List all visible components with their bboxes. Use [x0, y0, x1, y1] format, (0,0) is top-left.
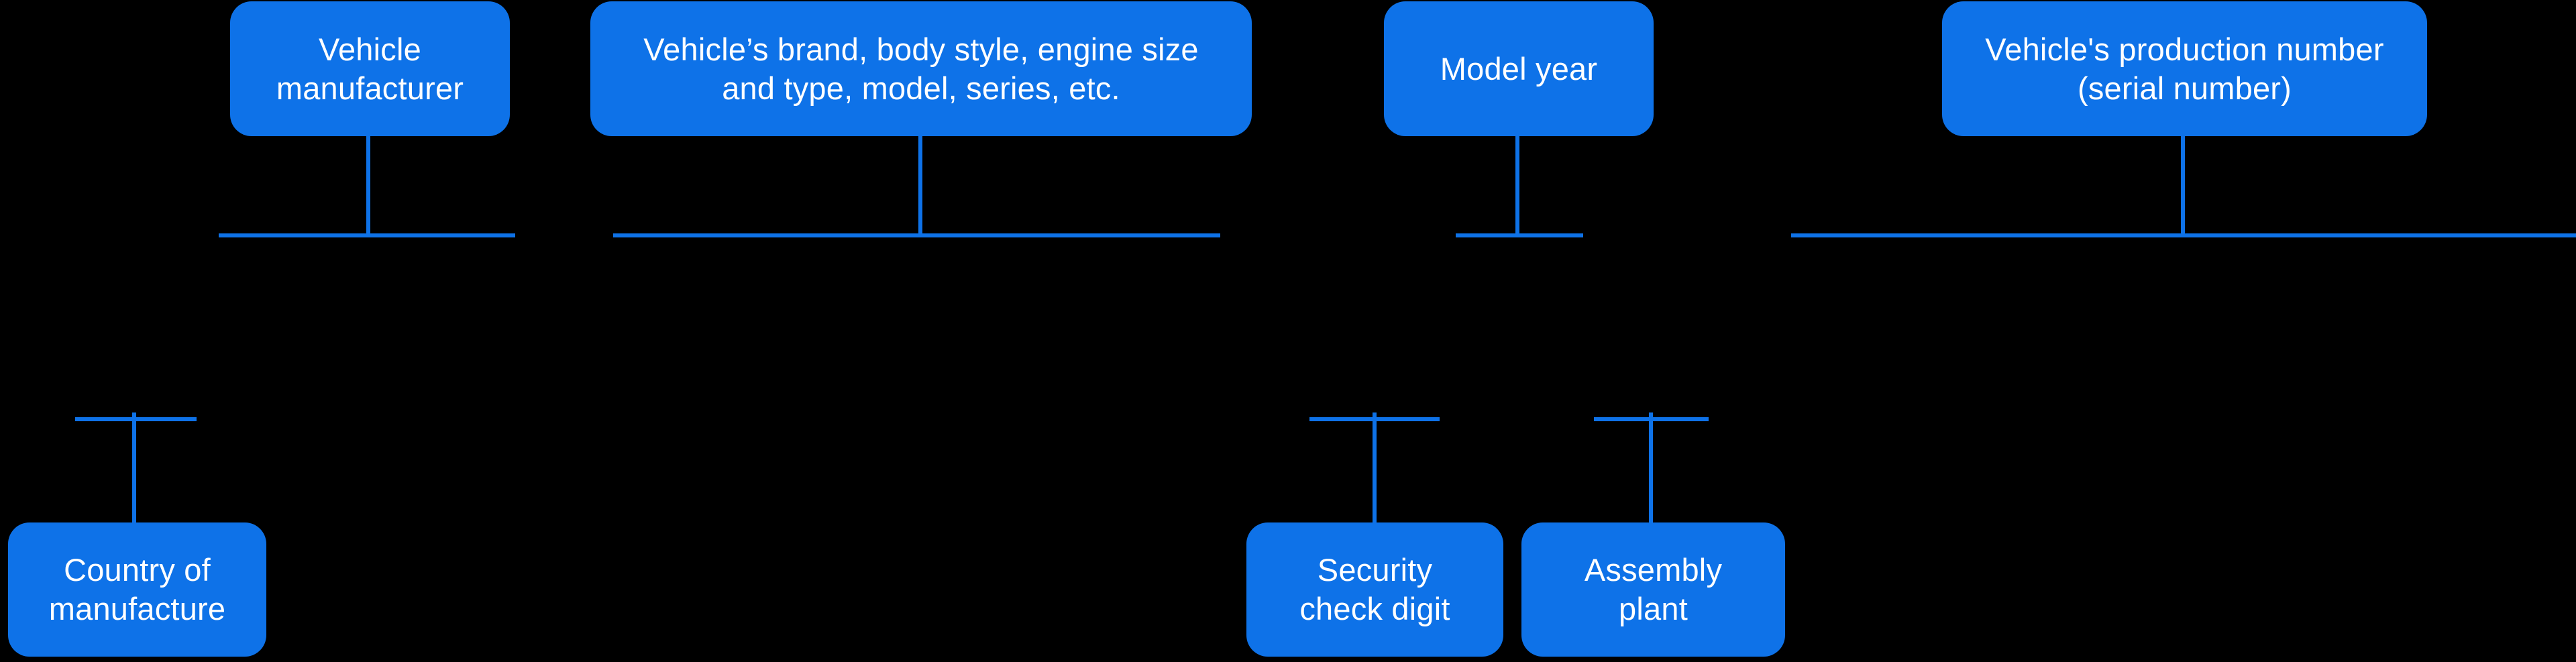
- box-label-security-check-digit: Security check digit: [1299, 552, 1450, 626]
- box-label-production-number: Vehicle's production number (serial numb…: [1985, 31, 2384, 106]
- stem-line-assembly-plant: [1649, 412, 1653, 522]
- stem-line-country-of-manufacture: [132, 412, 136, 522]
- bracket-line-brand-body-style: [613, 233, 1220, 237]
- box-model-year: Model year: [1384, 1, 1654, 136]
- bracket-line-model-year: [1456, 233, 1583, 237]
- stem-line-model-year: [1515, 136, 1519, 237]
- box-security-check-digit: Security check digit: [1246, 522, 1503, 657]
- bracket-line-production-number: [1791, 233, 2576, 237]
- stem-line-security-check-digit: [1373, 412, 1377, 522]
- box-vehicle-manufacturer: Vehicle manufacturer: [230, 1, 510, 136]
- box-production-number: Vehicle's production number (serial numb…: [1942, 1, 2427, 136]
- stem-line-brand-body-style: [918, 136, 922, 237]
- box-label-vehicle-manufacturer: Vehicle manufacturer: [276, 31, 464, 106]
- box-label-country-of-manufacture: Country of manufacture: [48, 552, 226, 626]
- box-label-assembly-plant: Assembly plant: [1584, 552, 1723, 626]
- stem-line-production-number: [2181, 136, 2185, 237]
- bracket-line-security-check-digit: [1309, 417, 1440, 421]
- bracket-line-country-of-manufacture: [75, 417, 197, 421]
- stem-line-vehicle-manufacturer: [366, 136, 370, 237]
- box-assembly-plant: Assembly plant: [1521, 522, 1785, 657]
- box-country-of-manufacture: Country of manufacture: [8, 522, 266, 657]
- bracket-line-vehicle-manufacturer: [219, 233, 515, 237]
- box-label-model-year: Model year: [1440, 50, 1598, 87]
- box-label-brand-body-style: Vehicle’s brand, body style, engine size…: [643, 31, 1199, 106]
- bracket-line-assembly-plant: [1594, 417, 1709, 421]
- box-brand-body-style: Vehicle’s brand, body style, engine size…: [590, 1, 1252, 136]
